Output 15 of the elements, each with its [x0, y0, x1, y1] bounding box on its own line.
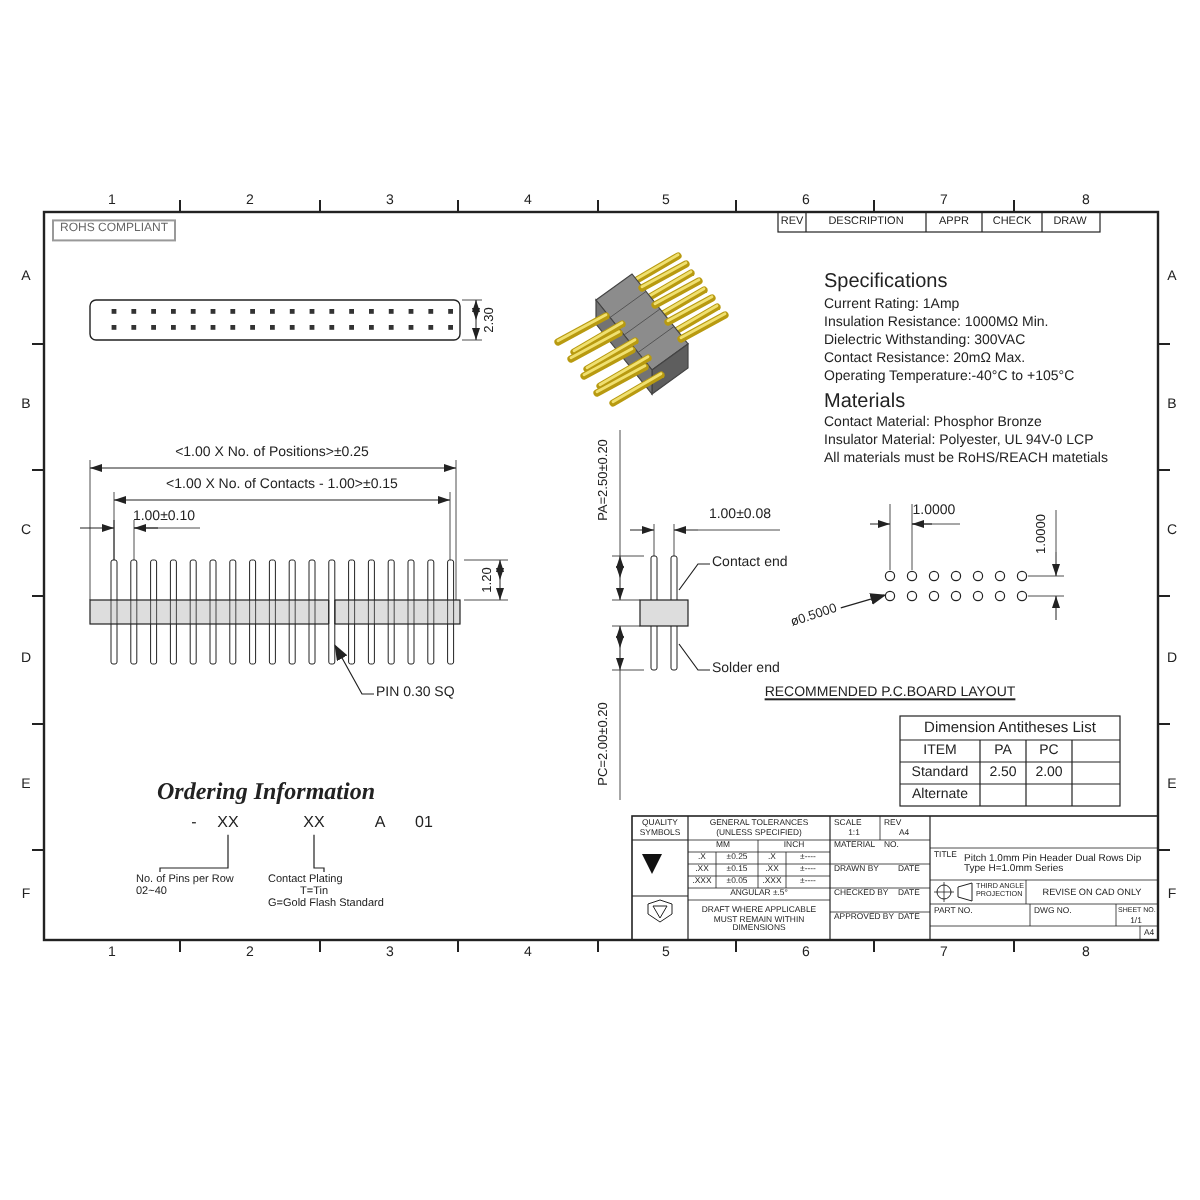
code-text: -: [191, 815, 197, 833]
code-text: 01: [415, 815, 433, 833]
leader-line: [678, 563, 711, 591]
code-text: XX: [303, 815, 325, 833]
leader-line: [840, 593, 887, 609]
section-heading: Ordering Information: [156, 778, 376, 806]
leader-line: [334, 644, 375, 695]
section-heading: Specifications: [824, 271, 948, 293]
bracket-line: [159, 834, 229, 873]
section-heading: Materials: [824, 391, 906, 413]
pin: [328, 559, 336, 665]
bracket-line: [313, 834, 325, 873]
code-text: A: [374, 815, 386, 833]
leader-line: [678, 643, 711, 671]
code-text: XX: [217, 815, 239, 833]
